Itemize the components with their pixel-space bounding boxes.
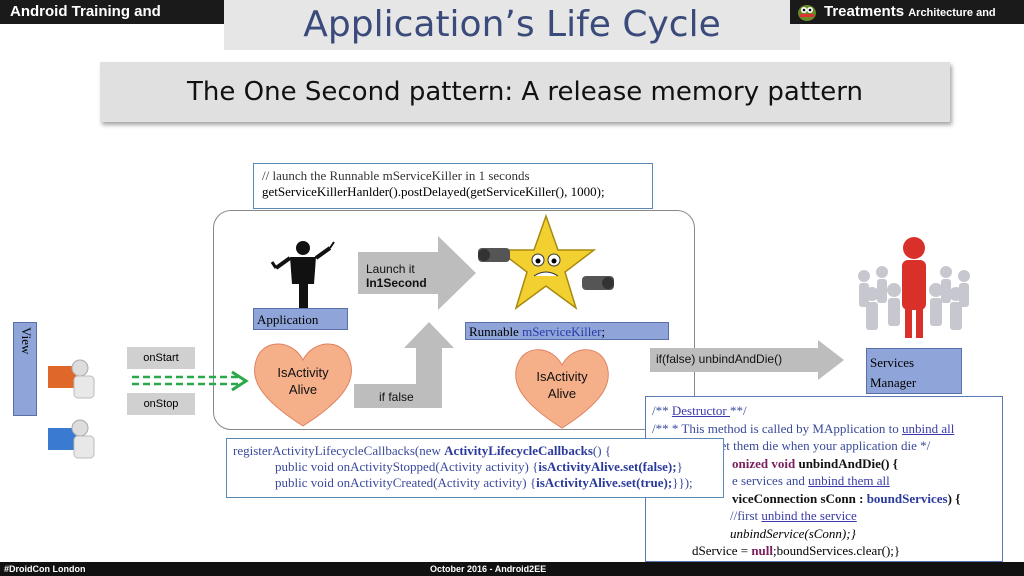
onstart-button: onStart bbox=[127, 347, 195, 369]
d9a: dService = bbox=[692, 543, 752, 558]
d4c: unbindAndDie() { bbox=[798, 455, 898, 471]
header-right-banner: Treatments Architecture and Threads bbox=[790, 0, 1024, 44]
heart-left-line1: IsActivity bbox=[277, 365, 329, 380]
view-label-text: View bbox=[19, 327, 34, 355]
footer-left-text: #DroidCon London bbox=[4, 564, 86, 574]
d7a: //first bbox=[730, 508, 762, 523]
destructor-line-1: /** Destructor **/ bbox=[652, 402, 996, 420]
c1b: ActivityLifecycleCallbacks bbox=[444, 443, 593, 458]
d1b: Destructor bbox=[671, 403, 730, 418]
c1c: () { bbox=[592, 443, 612, 458]
launch-code-comment: // launch the Runnable mServiceKiller in… bbox=[262, 168, 530, 183]
services-label-line1: Services bbox=[870, 355, 915, 370]
destructor-line-3: l let them die when your application die… bbox=[710, 438, 931, 453]
unbind-arrow bbox=[650, 340, 844, 380]
d6c: ) { bbox=[947, 490, 961, 506]
heart-left-line2: Alive bbox=[288, 382, 318, 397]
d2b: unbind all bbox=[901, 420, 955, 436]
if-false-arrow bbox=[354, 322, 454, 408]
heart-right-line2: Alive bbox=[547, 386, 577, 401]
bug-logo-icon bbox=[796, 2, 818, 30]
slide-subtitle: The One Second pattern: A release memory… bbox=[100, 62, 950, 122]
c2a: public void onActivityStopped(Activity a… bbox=[275, 459, 539, 474]
callbacks-line-3: public void onActivityCreated(Activity a… bbox=[233, 475, 717, 491]
d9b: null bbox=[751, 543, 773, 558]
heart-right-label: IsActivity Alive bbox=[518, 368, 606, 402]
footer-bar: #DroidCon London October 2016 - Android2… bbox=[0, 562, 1024, 576]
services-manager-label: Services Manager bbox=[866, 348, 962, 394]
callbacks-code-box: registerActivityLifecycleCallbacks(new A… bbox=[226, 438, 724, 498]
c3b: isActivityAlive.set(true); bbox=[536, 475, 673, 490]
callbacks-line-1: registerActivityLifecycleCallbacks(new A… bbox=[233, 443, 717, 459]
destructor-line-7: //first unbind the service bbox=[652, 507, 996, 525]
conductor-figure-icon bbox=[270, 241, 335, 308]
d2a: /** * This method is called by MApplicat… bbox=[652, 420, 902, 436]
header-left-text: Android Training and Expertise bbox=[10, 3, 161, 44]
header-left-banner: Android Training and Expertise bbox=[0, 0, 232, 44]
launch-code-box: // launch the Runnable mServiceKiller in… bbox=[253, 163, 653, 209]
heart-right-line1: IsActivity bbox=[536, 369, 588, 384]
destructor-line-2: /** * This method is called by MApplicat… bbox=[652, 420, 996, 438]
destructor-line-9: dService = null;boundServices.clear();} bbox=[652, 542, 996, 560]
runnable-prefix: Runnable bbox=[469, 324, 523, 339]
dashed-arrow bbox=[132, 370, 249, 392]
destructor-line-5: e services and unbind them all bbox=[652, 472, 996, 490]
c2c: } bbox=[676, 459, 683, 474]
c1a: registerActivityLifecycleCallbacks(new bbox=[233, 443, 445, 458]
d1c: **/ bbox=[730, 403, 747, 418]
header-right-title: Treatments bbox=[824, 3, 905, 20]
c3a: public void onActivityCreated(Activity a… bbox=[275, 475, 537, 490]
view-label: View bbox=[13, 322, 37, 416]
runnable-suffix: ; bbox=[601, 324, 606, 339]
destructor-line-4: onized void unbindAndDie() { bbox=[652, 455, 996, 473]
d5b: unbind them all bbox=[808, 473, 890, 488]
launch-code-call: getServiceKillerHanlder().postDelayed(ge… bbox=[262, 184, 605, 199]
heart-left-icon bbox=[253, 343, 353, 427]
if-false-label: if false bbox=[379, 390, 414, 404]
onstop-button: onStop bbox=[127, 393, 195, 415]
sheriff-star-icon bbox=[478, 214, 614, 310]
destructor-code-box: /** Destructor **/ /** * This method is … bbox=[645, 396, 1003, 562]
heart-right-icon bbox=[515, 349, 609, 429]
heart-left-label: IsActivity Alive bbox=[259, 364, 347, 398]
footer-center-text: October 2016 - Android2EE bbox=[430, 564, 547, 574]
destructor-line-8: unbindService(sConn);} bbox=[730, 525, 856, 541]
destructor-line-6: viceConnection sConn : boundServices) { bbox=[652, 490, 996, 508]
application-label: Application bbox=[253, 308, 348, 330]
runnable-label: Runnable mServiceKiller; bbox=[465, 322, 669, 340]
d4a: onized bbox=[732, 455, 772, 471]
unbind-arrow-label: if(false) unbindAndDie() bbox=[656, 352, 783, 366]
d5a: e services and bbox=[732, 473, 809, 488]
figures-pushing-devices-icon bbox=[48, 359, 95, 459]
header-right-subtitle: Architecture and Threads bbox=[824, 7, 996, 44]
d6b: boundServices bbox=[866, 490, 948, 506]
launch-arrow bbox=[358, 236, 476, 310]
d6a: viceConnection sConn : bbox=[732, 490, 867, 506]
crowd-figures-icon bbox=[858, 237, 970, 338]
services-label-line2: Manager bbox=[870, 375, 917, 390]
d7b: unbind the service bbox=[761, 508, 857, 523]
c3c: }}); bbox=[672, 475, 693, 490]
d4b: void bbox=[771, 455, 799, 471]
runnable-name: mServiceKiller bbox=[522, 324, 602, 339]
launch-arrow-line1: Launch it bbox=[366, 262, 415, 276]
d9c: ;boundServices.clear();} bbox=[773, 543, 901, 558]
c2b: isActivityAlive.set(false); bbox=[538, 459, 677, 474]
d1a: /** bbox=[652, 403, 672, 418]
launch-arrow-label: Launch it In1Second bbox=[366, 262, 427, 290]
slide-title: Application’s Life Cycle bbox=[224, 0, 800, 50]
callbacks-line-2: public void onActivityStopped(Activity a… bbox=[233, 459, 717, 475]
launch-arrow-line2: In1Second bbox=[366, 276, 427, 290]
